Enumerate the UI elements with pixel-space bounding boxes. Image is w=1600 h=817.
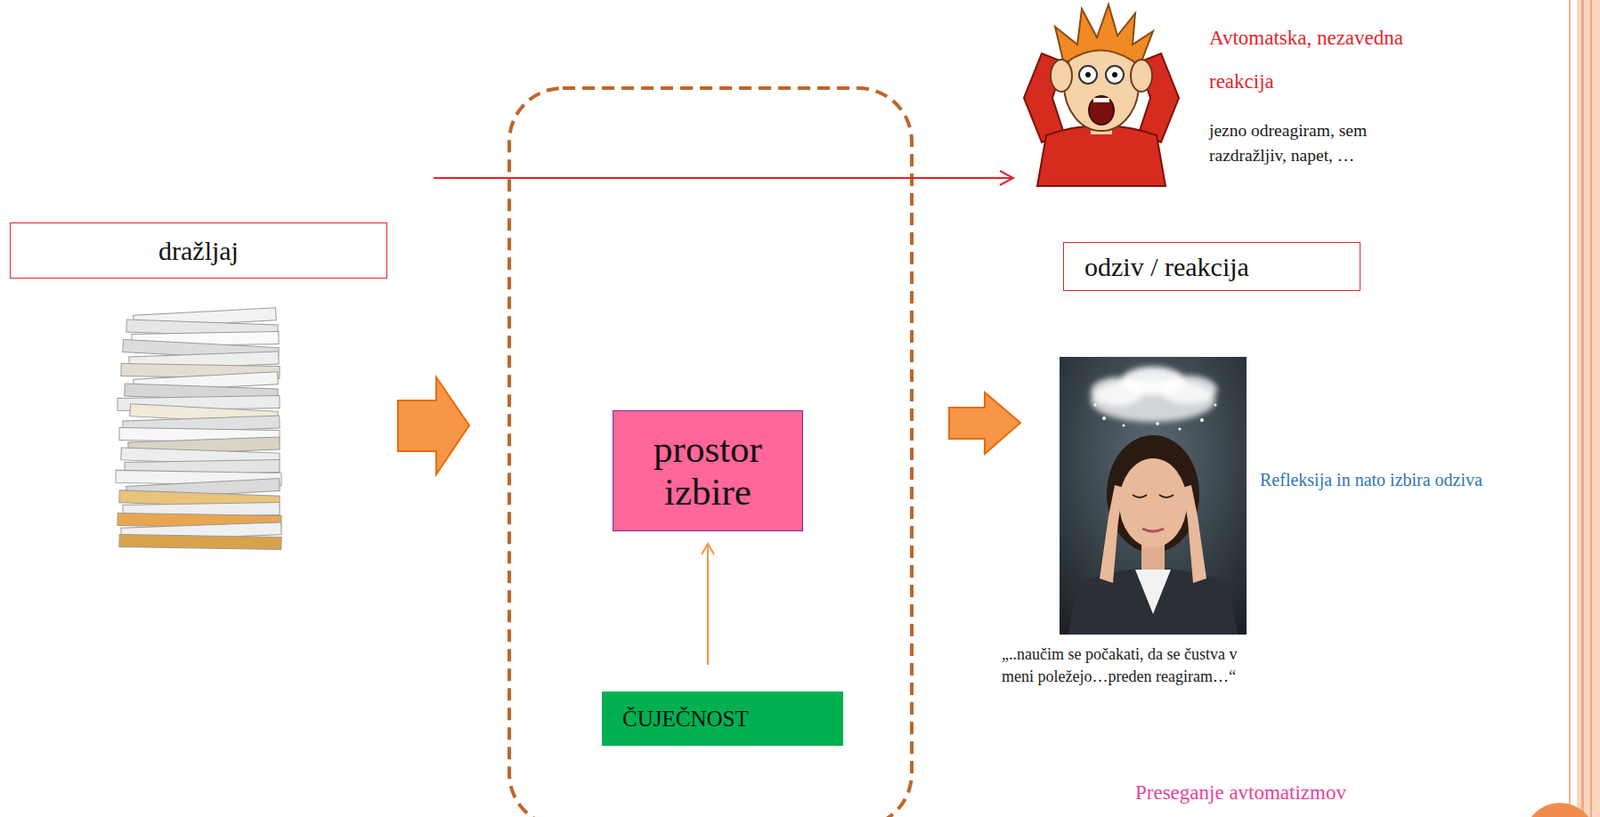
annotation-heading: Avtomatska, nezavedna reakcija — [1209, 16, 1450, 104]
automatic-arrow — [433, 177, 1013, 179]
stressed-man-figure — [1037, 125, 1166, 187]
calm-woman-photo — [1200, 418, 1204, 423]
calm-woman-photo — [1135, 569, 1171, 615]
stressed-man-figure — [1050, 59, 1073, 92]
stressed-man-figure — [1085, 72, 1091, 78]
dashed-region — [509, 88, 912, 817]
calm-woman-photo — [1059, 357, 1247, 635]
side-stripe — [1590, 0, 1592, 817]
calm-woman-photo — [1214, 404, 1218, 407]
calm-woman-photo — [1159, 495, 1174, 498]
choice-space-box: prostor izbire — [612, 410, 804, 532]
automatic-arrow — [433, 170, 1014, 186]
automatic-arrow — [999, 170, 1014, 186]
calm-woman-photo — [1120, 366, 1186, 396]
calm-woman-photo — [1094, 404, 1218, 431]
calm-woman-photo — [1102, 416, 1106, 421]
calm-woman-photo — [1119, 458, 1187, 548]
calm-woman-photo — [1155, 422, 1160, 426]
stressed-man-figure — [1055, 4, 1154, 66]
quote-text: „..naučim se počakati, da se čustva v me… — [1001, 643, 1250, 689]
calm-woman-photo — [1178, 428, 1182, 431]
stressed-man-figure — [1023, 4, 1179, 187]
calm-woman-photo — [1132, 495, 1147, 498]
stressed-man-figure — [1112, 72, 1118, 78]
calm-woman-photo — [1182, 485, 1207, 584]
arrowhead — [701, 544, 715, 555]
node-text: ČUJEČNOST — [622, 706, 749, 732]
calm-woman-photo — [1099, 485, 1124, 584]
side-stripe — [1568, 0, 1571, 817]
calm-woman-photo — [1142, 528, 1164, 532]
calm-woman-photo — [1122, 424, 1126, 428]
side-stripe — [1581, 0, 1584, 817]
node-text: prostor izbire — [622, 428, 794, 514]
paper-stack — [119, 534, 282, 550]
connector-line — [706, 544, 709, 666]
stimulus-box: dražljaj — [9, 222, 388, 279]
block-arrow — [397, 377, 470, 475]
stressed-man-figure — [1105, 65, 1124, 84]
calm-woman-photo — [1094, 404, 1097, 407]
annotation-text: jezno odreagiram, sem razdražljiv, napet… — [1209, 118, 1432, 169]
annotation-heading: Preseganje avtomatizmov — [1135, 780, 1347, 806]
node-text: dražljaj — [158, 235, 239, 267]
stressed-man-figure — [1088, 96, 1114, 125]
connector-arrow — [701, 544, 715, 666]
side-stripe — [1576, 0, 1600, 817]
calm-woman-photo — [1090, 366, 1218, 423]
stressed-man-figure — [1130, 59, 1153, 92]
response-box: odziv / reakcija — [1063, 242, 1361, 292]
calm-woman-photo — [1059, 357, 1247, 635]
stressed-man-figure — [1079, 65, 1097, 84]
stressed-man-figure — [1093, 97, 1110, 103]
annotation-heading: Refleksija in nato izbira odziva — [1259, 468, 1483, 492]
calm-woman-photo — [1068, 568, 1238, 636]
mindfulness-box: ČUJEČNOST — [601, 691, 844, 747]
block-arrow — [949, 392, 1021, 455]
paper-stack — [115, 308, 282, 551]
corner-circle — [1524, 803, 1596, 817]
side-stripe — [1568, 0, 1600, 817]
node-text: odziv / reakcija — [1084, 251, 1250, 283]
